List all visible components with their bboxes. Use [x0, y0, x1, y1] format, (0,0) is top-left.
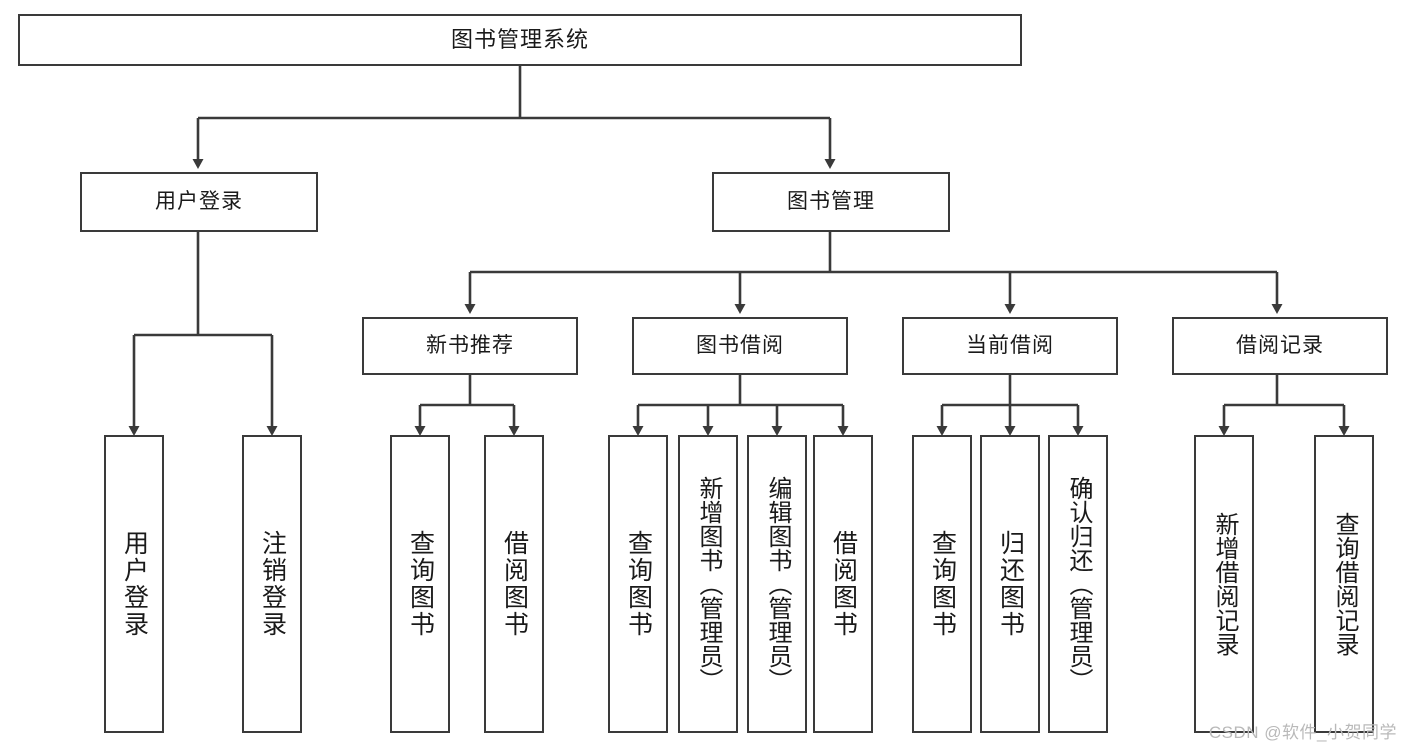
leaf-query-borrow-record[interactable]: 查询借阅记录	[1314, 435, 1374, 733]
leaf-query-book-recommend[interactable]: 查询图书	[390, 435, 450, 733]
node-label: 新书推荐	[426, 334, 514, 358]
node-label: 归还图书	[996, 530, 1025, 638]
leaf-edit-book-admin[interactable]: 编辑图书（管理员）	[747, 435, 807, 733]
node-current-borrow[interactable]: 当前借阅	[902, 317, 1118, 375]
node-label: 借阅图书	[829, 530, 858, 638]
node-label: 新增图书（管理员）	[695, 476, 722, 692]
node-label: 确认归还（管理员）	[1065, 476, 1092, 692]
node-label: 当前借阅	[966, 334, 1054, 358]
leaf-logout[interactable]: 注销登录	[242, 435, 302, 733]
leaf-user-login[interactable]: 用户登录	[104, 435, 164, 733]
node-label: 图书管理系统	[450, 26, 589, 52]
node-book-borrow[interactable]: 图书借阅	[632, 317, 848, 375]
node-label: 用户登录	[155, 190, 243, 214]
node-book-management[interactable]: 图书管理	[712, 172, 950, 232]
node-borrow-record[interactable]: 借阅记录	[1172, 317, 1388, 375]
node-new-book-recommend[interactable]: 新书推荐	[362, 317, 578, 375]
node-label: 新增借阅记录	[1211, 512, 1238, 656]
leaf-query-book-borrow[interactable]: 查询图书	[608, 435, 668, 733]
node-label: 注销登录	[258, 530, 287, 638]
node-label: 借阅图书	[500, 530, 529, 638]
leaf-add-book-admin[interactable]: 新增图书（管理员）	[678, 435, 738, 733]
node-label: 借阅记录	[1236, 334, 1324, 358]
node-label: 查询借阅记录	[1331, 512, 1358, 656]
node-root-book-management-system[interactable]: 图书管理系统	[18, 14, 1022, 66]
node-label: 查询图书	[928, 530, 957, 638]
node-label: 图书管理	[787, 190, 875, 214]
node-label: 编辑图书（管理员）	[764, 476, 791, 692]
leaf-borrow-book-recommend[interactable]: 借阅图书	[484, 435, 544, 733]
node-label: 用户登录	[120, 530, 149, 638]
node-user-login[interactable]: 用户登录	[80, 172, 318, 232]
node-label: 查询图书	[624, 530, 653, 638]
leaf-confirm-return-admin[interactable]: 确认归还（管理员）	[1048, 435, 1108, 733]
watermark: CSDN @软件_小贺同学	[1208, 723, 1397, 742]
leaf-query-book-current[interactable]: 查询图书	[912, 435, 972, 733]
node-label: 图书借阅	[696, 334, 784, 358]
leaf-add-borrow-record[interactable]: 新增借阅记录	[1194, 435, 1254, 733]
node-label: 查询图书	[406, 530, 435, 638]
leaf-return-book[interactable]: 归还图书	[980, 435, 1040, 733]
leaf-borrow-book[interactable]: 借阅图书	[813, 435, 873, 733]
